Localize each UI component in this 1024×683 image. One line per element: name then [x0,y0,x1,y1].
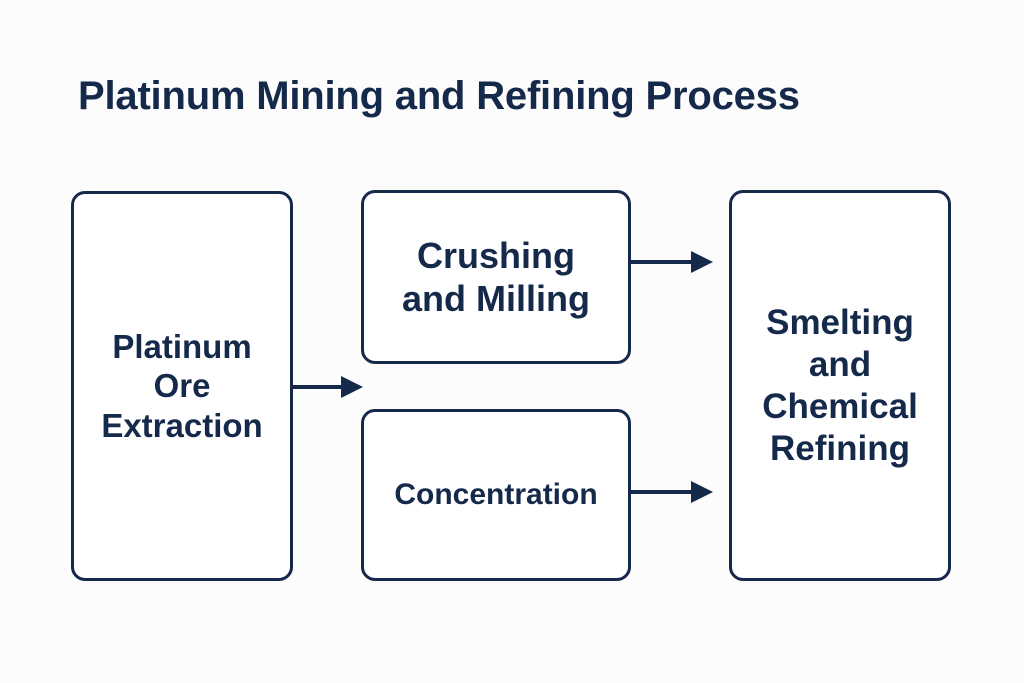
process-node-smelting-and-chemical-refining[interactable]: Smelting and Chemical Refining [729,190,951,581]
edge-concentration-to-smelting [629,473,715,513]
process-node-crushing-and-milling[interactable]: Crushing and Milling [361,190,631,364]
page-title: Platinum Mining and Refining Process [78,74,800,118]
process-node-label: Crushing and Milling [402,234,590,319]
process-node-label: Smelting and Chemical Refining [762,302,918,468]
arrow-icon-crushing-to-smelting [629,251,713,273]
arrow-icon-extraction-split [291,376,363,398]
process-node-platinum-ore-extraction[interactable]: Platinum Ore Extraction [71,191,293,581]
process-node-concentration[interactable]: Concentration [361,409,631,581]
edge-extraction-to-second-stage [291,368,365,408]
edge-crushing-to-smelting [629,243,715,283]
process-node-label: Platinum Ore Extraction [101,327,263,444]
process-node-label: Concentration [394,478,598,511]
arrow-icon-concentration-to-smelting [629,481,713,503]
